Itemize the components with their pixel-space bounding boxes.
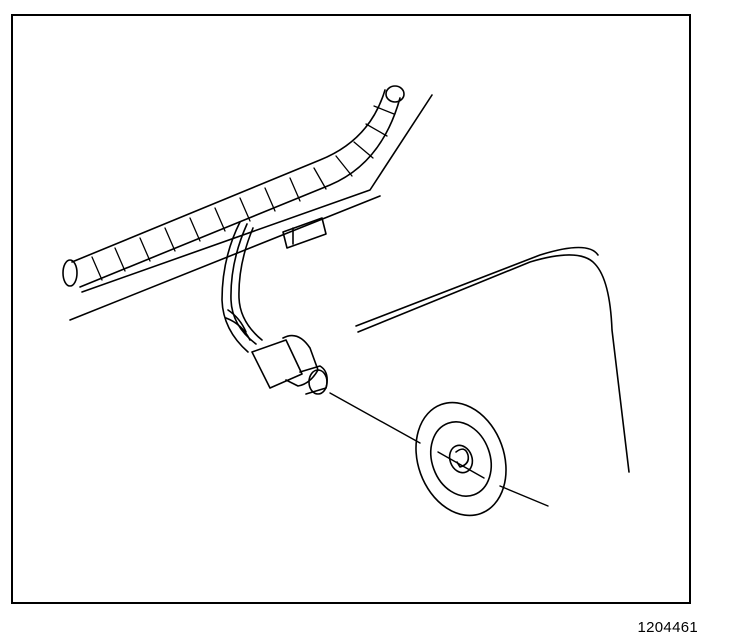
install-direction-line (329, 392, 549, 507)
trim-panel (69, 94, 433, 321)
lamp-grommet (415, 401, 507, 517)
body-panel (355, 246, 630, 473)
illustration-frame (11, 14, 691, 604)
harness-clip (282, 217, 327, 249)
lamp-socket (251, 334, 328, 395)
lamp-wire-leads (221, 221, 263, 353)
figure-number: 1204461 (637, 619, 698, 636)
wiring-harness (62, 85, 405, 288)
